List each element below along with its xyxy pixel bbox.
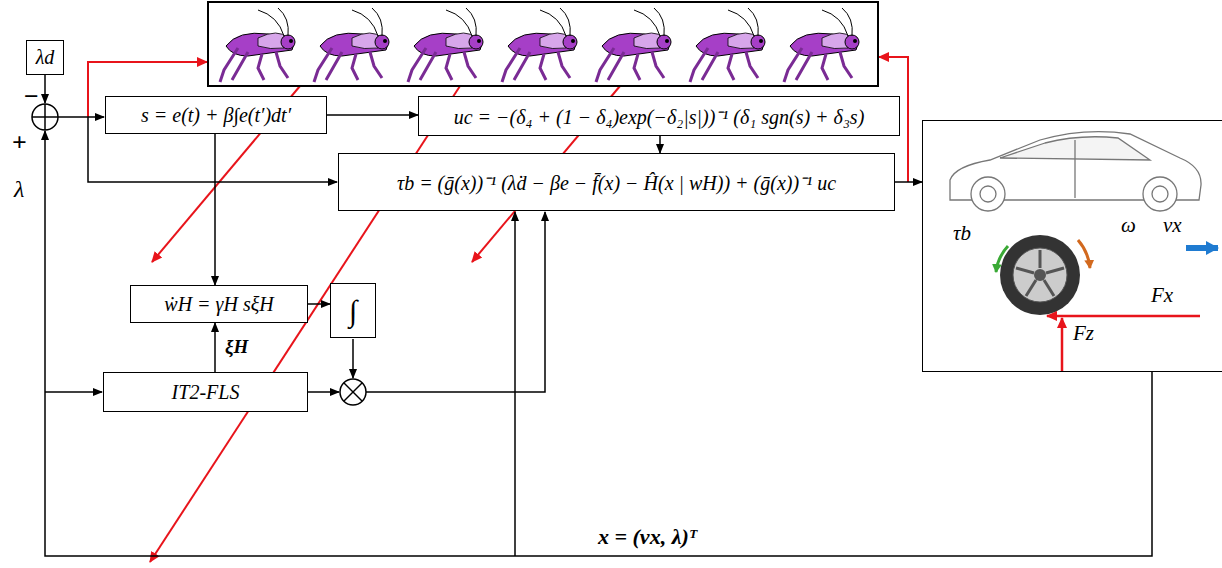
signal-arrow [895,181,922,183]
signal-arrow [327,114,418,116]
signal-arrow [659,136,661,153]
plant-symbol: Fx [1151,283,1173,308]
edge-label: ξH [223,336,250,358]
node-text: λd [36,46,55,69]
plant-symbol: Fz [1073,321,1094,346]
node-text: uc = −(δ₄ + (1 − δ₄)exp(−δ₂|s|))⁻¹ (δ₁ s… [454,103,865,130]
signal-arrow [214,134,216,285]
plant-symbol: τb [953,221,971,246]
signal-arrow [308,303,330,305]
node-text: IT2-FLS [172,381,240,404]
fuzzy-system-box: IT2-FLS [103,372,308,412]
reference-box: λd [26,40,64,75]
sliding-surface-box: s = e(t) + β∫e(t′)dt′ [105,96,327,134]
plant-symbol: vx [1163,213,1182,238]
signal-label: + [12,128,27,158]
vehicle-plant-box: τb ωFxFz vx [922,120,1222,372]
signal-label: − [24,82,39,112]
signal-arrow [214,323,216,372]
signal-label: x = (vx, λ)ᵀ [598,524,697,550]
signal-label: λ [14,176,24,203]
adaptive-law-box: ẇH = γH sξH [130,285,308,323]
plant-symbol: ω [1121,213,1136,238]
node-text: ẇH = γH sξH [164,293,273,316]
compensator-box: uc = −(δ₄ + (1 − δ₄)exp(−δ₂|s|))⁻¹ (δ₁ s… [418,96,900,136]
control-law-box: τb = (ḡ(x))⁻¹ (λ̇d − βe − f̄(x) − Ĥ(x | … [338,153,895,211]
node-text: τb = (ḡ(x))⁻¹ (λ̇d − βe − f̄(x) − Ĥ(x | … [397,169,836,196]
node-text: s = e(t) + β∫e(t′)dt′ [141,104,291,127]
node-text: ∫ [349,294,357,328]
integrator-box: ∫ [330,283,376,338]
